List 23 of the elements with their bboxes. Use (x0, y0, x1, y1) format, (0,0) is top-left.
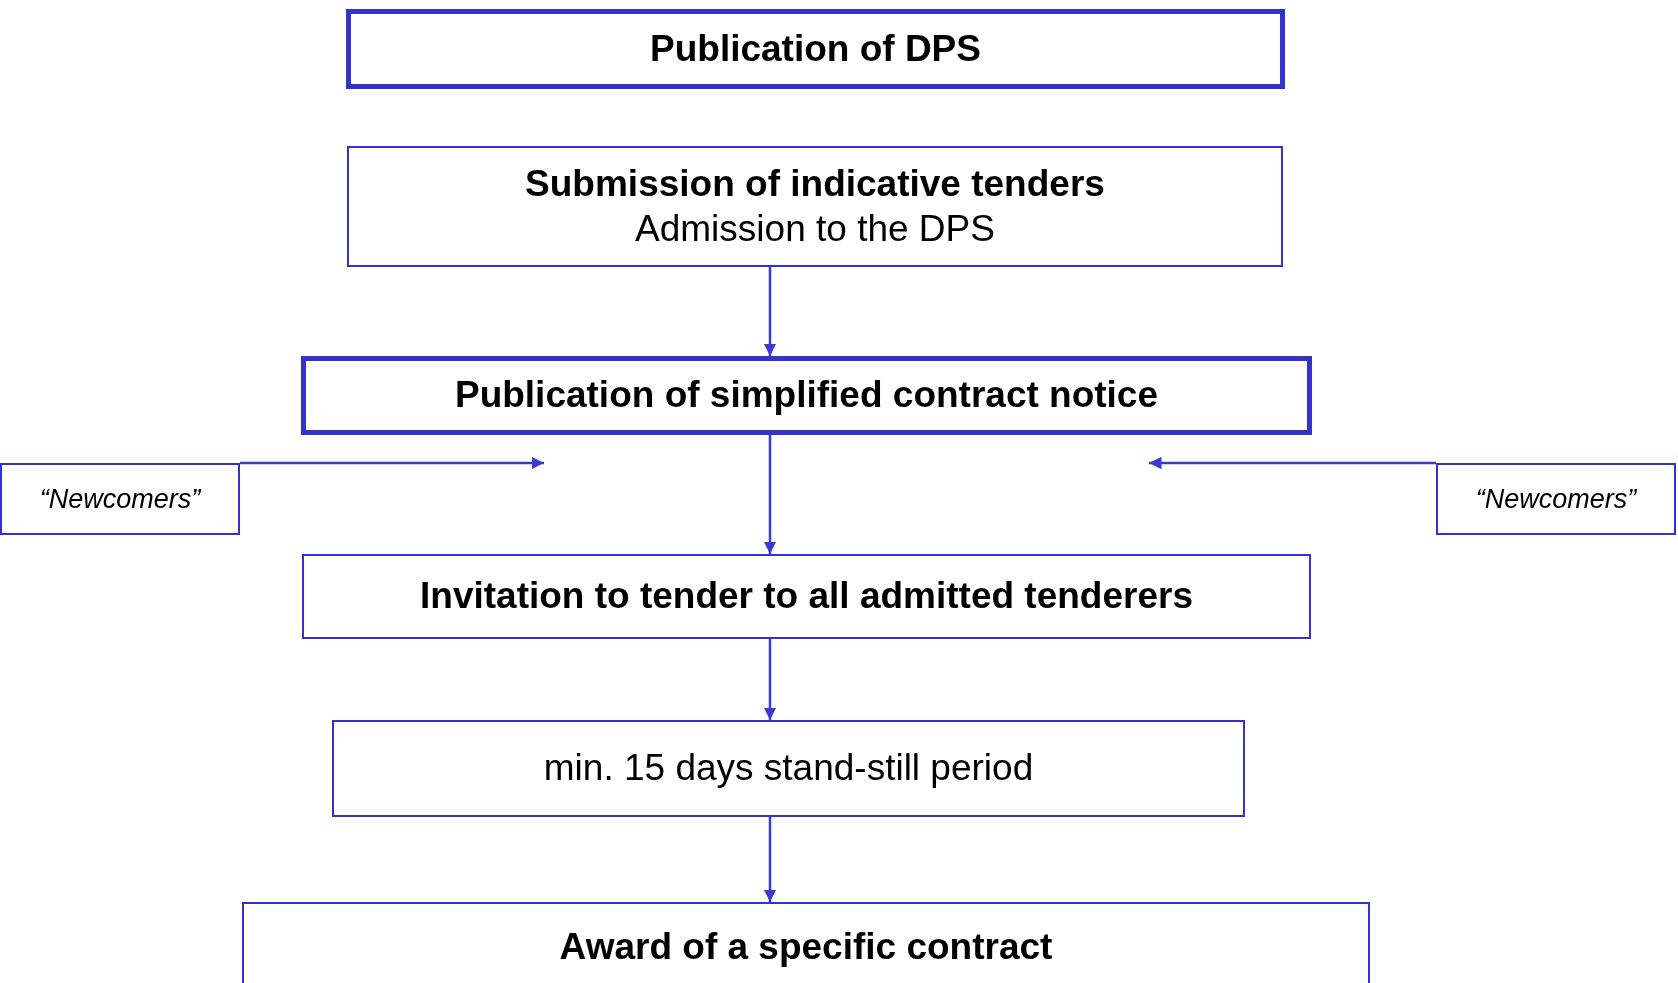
process-box (242, 902, 1370, 983)
node-text: Publication of DPS (650, 26, 981, 71)
node-text: Invitation to tender to all admitted tenderers (420, 574, 1193, 619)
arrow (763, 639, 777, 720)
node-text: min. 15 days stand-still period (543, 746, 1034, 791)
arrow (763, 267, 777, 356)
node-text: Publication of simplified contract notice (454, 373, 1159, 418)
process-box (347, 146, 1283, 267)
node-text: “Newcomers” (39, 482, 201, 516)
node-text: “Newcomers” (1475, 482, 1637, 516)
node-text: Submission of indicative tenders (525, 162, 1105, 207)
arrow (763, 435, 777, 554)
process-box (301, 356, 1312, 435)
note-box (1436, 463, 1676, 535)
process-box (332, 720, 1245, 817)
arrow (240, 456, 544, 470)
process-box (302, 554, 1311, 639)
node-text: Admission to the DPS (635, 206, 995, 251)
arrow (1149, 456, 1436, 470)
process-box (346, 9, 1285, 89)
note-box (0, 463, 240, 535)
node-text: Award of a specific contract (559, 924, 1053, 969)
arrow (763, 817, 777, 902)
